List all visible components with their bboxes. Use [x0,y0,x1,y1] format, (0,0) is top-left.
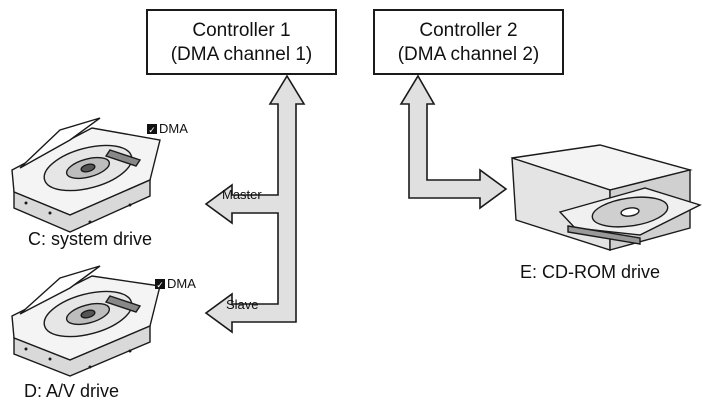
controller-2-cdrom-arrow [399,74,508,210]
drive-c-dma-checkbox[interactable]: ✓ DMA [147,121,188,136]
drive-e-caption: E: CD-ROM drive [520,262,661,282]
controller-2-channel: (DMA channel 2) [397,44,540,65]
checkbox-checked-icon: ✓ [147,123,157,135]
slave-label: Slave [226,297,259,312]
master-label: Master [222,187,262,202]
controller-1-box: Controller 1 (DMA channel 1) [146,9,337,75]
drive-d-caption: D: A/V drive [24,381,120,401]
controller-2-box: Controller 2 (DMA channel 2) [373,9,564,75]
drive-d-dma-checkbox[interactable]: ✓ DMA [155,276,196,291]
controller-1-title: Controller 1 [192,20,291,41]
drive-c-caption: C: system drive [28,229,153,249]
drive-c-dma-label: DMA [159,121,188,136]
controller-2-title: Controller 2 [419,20,518,41]
checkbox-checked-icon: ✓ [155,278,165,290]
controller-1-channel: (DMA channel 1) [170,44,313,65]
drive-d-dma-label: DMA [167,276,196,291]
controller-1-bus-arrow [204,74,306,334]
